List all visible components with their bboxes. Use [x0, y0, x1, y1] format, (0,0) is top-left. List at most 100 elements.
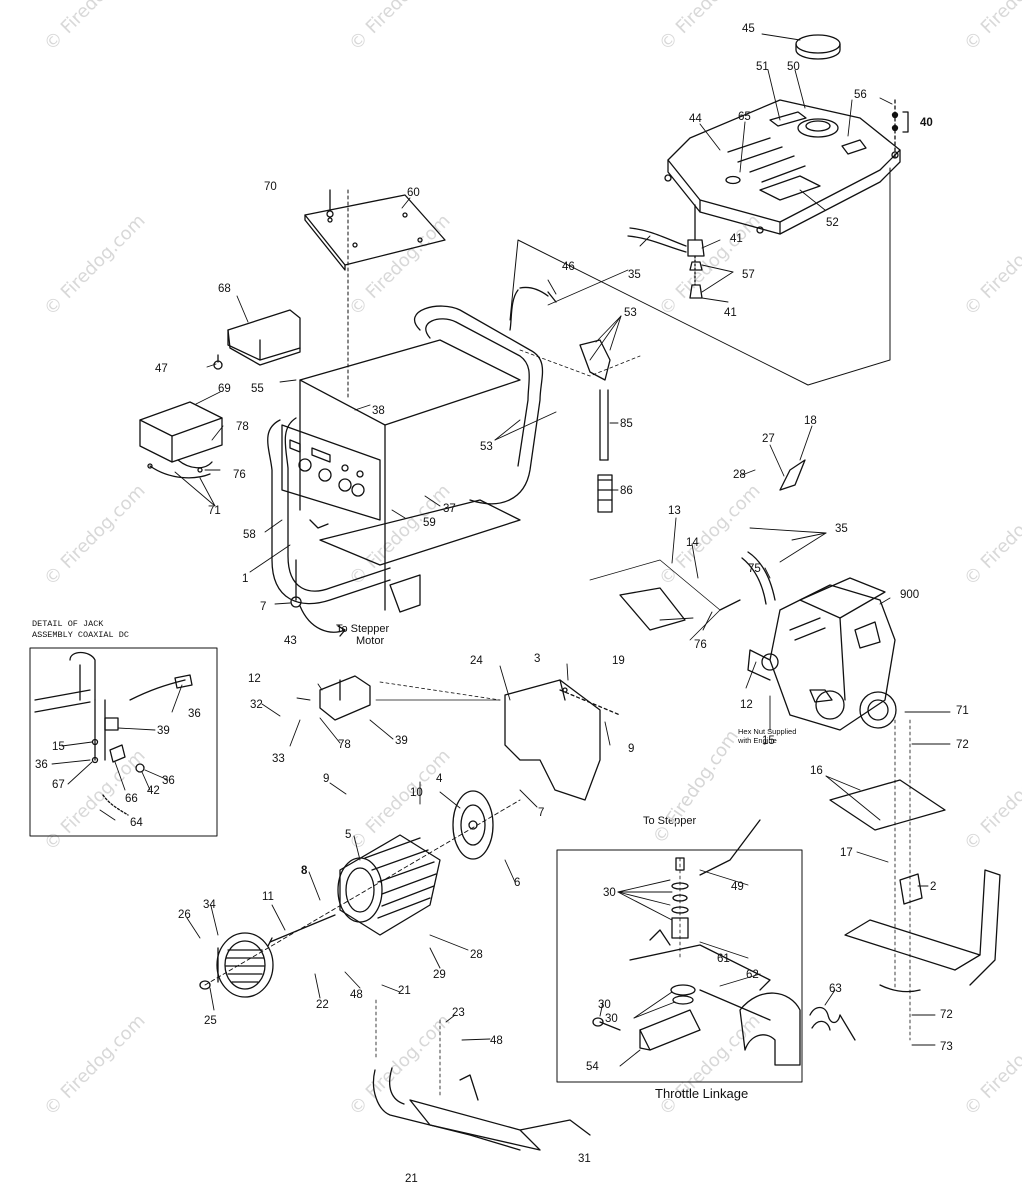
- callout-66: 66: [125, 793, 138, 805]
- callout-13: 13: [668, 505, 681, 517]
- callout-30-top: 30: [603, 887, 616, 899]
- callout-40: 40: [920, 117, 933, 129]
- callout-57: 57: [742, 269, 755, 281]
- callout-62: 62: [746, 969, 759, 981]
- callout-39-inset: 39: [157, 725, 170, 737]
- label-to-stepper-motor-line1: To Stepper: [336, 623, 390, 635]
- callout-65: 65: [738, 111, 751, 123]
- callout-73: 73: [940, 1041, 953, 1053]
- callout-71-left: 71: [208, 505, 221, 517]
- stator-assembly: [337, 834, 441, 936]
- callout-25: 25: [204, 1015, 217, 1027]
- end-bell: [452, 790, 494, 860]
- callout-17: 17: [840, 847, 853, 859]
- callout-2: 2: [930, 881, 936, 893]
- callout-10: 10: [410, 787, 423, 799]
- callout-23: 23: [452, 1007, 465, 1019]
- callout-50: 50: [787, 61, 800, 73]
- callout-49: 49: [731, 881, 744, 893]
- callout-53-upper: 53: [624, 307, 637, 319]
- callout-59: 59: [423, 517, 436, 529]
- detail-title-line1: DETAIL OF JACK: [32, 619, 104, 629]
- throttle-linkage-inset: [556, 819, 856, 1083]
- detail-inset: [29, 647, 218, 837]
- callout-61: 61: [717, 953, 730, 965]
- callout-6: 6: [514, 877, 520, 889]
- callout-26: 26: [178, 909, 191, 921]
- callout-34: 34: [203, 899, 216, 911]
- callout-58: 58: [243, 529, 256, 541]
- callout-71-right: 71: [956, 705, 969, 717]
- callout-35-right: 35: [835, 523, 848, 535]
- callout-12-right: 12: [740, 699, 753, 711]
- callout-15-right: 15: [762, 735, 775, 747]
- callout-33: 33: [272, 753, 285, 765]
- callout-46: 46: [562, 261, 575, 273]
- callout-31: 31: [578, 1153, 591, 1165]
- callout-56: 56: [854, 89, 867, 101]
- callout-35-upper: 35: [628, 269, 641, 281]
- callout-43: 43: [284, 635, 297, 647]
- callout-1: 1: [242, 573, 248, 585]
- callout-78-lower: 78: [338, 739, 351, 751]
- callout-86: 86: [620, 485, 633, 497]
- callout-67: 67: [52, 779, 65, 791]
- callout-14: 14: [686, 537, 699, 549]
- callout-37: 37: [443, 503, 456, 515]
- callout-9-right: 9: [628, 743, 634, 755]
- callout-21-bottom: 21: [405, 1173, 418, 1185]
- callout-numbers: 45 40 44 51 50 65 56 52 41 57 41 35 70 6…: [35, 23, 969, 1185]
- callout-3: 3: [534, 653, 540, 665]
- callout-9-left: 9: [323, 773, 329, 785]
- callout-11: 11: [262, 891, 274, 903]
- callout-55: 55: [251, 383, 264, 395]
- callout-72-upper: 72: [956, 739, 969, 751]
- engine: [747, 577, 897, 731]
- alternator-cover: [504, 679, 601, 801]
- callout-39-main: 39: [395, 735, 408, 747]
- callout-47: 47: [155, 363, 168, 375]
- bracket: [227, 309, 301, 366]
- callout-78-upper: 78: [236, 421, 249, 433]
- callout-51: 51: [756, 61, 769, 73]
- callout-36-c: 36: [162, 775, 175, 787]
- callout-44: 44: [689, 113, 702, 125]
- callout-41-upper: 41: [730, 233, 743, 245]
- rear-bearing-carrier: [216, 932, 274, 998]
- callout-12-left: 12: [248, 673, 261, 685]
- top-panel: [304, 194, 446, 271]
- callout-75: 75: [748, 563, 761, 575]
- callout-42: 42: [147, 785, 160, 797]
- frame: [267, 305, 544, 613]
- callout-53-lower: 53: [480, 441, 493, 453]
- callout-900: 900: [900, 589, 919, 601]
- callout-16: 16: [810, 765, 823, 777]
- callout-4: 4: [436, 773, 443, 785]
- callout-85: 85: [620, 418, 633, 430]
- label-hex-nut-line2: with Engine: [737, 736, 777, 745]
- callout-28-lower: 28: [470, 949, 483, 961]
- callout-29: 29: [433, 969, 446, 981]
- callout-22: 22: [316, 999, 329, 1011]
- callout-48-bottom: 48: [490, 1035, 503, 1047]
- callout-76-upper: 76: [233, 469, 246, 481]
- callout-8: 8: [301, 865, 308, 877]
- callout-36-a: 36: [188, 708, 201, 720]
- callout-68: 68: [218, 283, 231, 295]
- callout-30-left: 30: [598, 999, 611, 1011]
- callout-7-left: 7: [260, 601, 266, 613]
- detail-title-line2: ASSEMBLY COAXIAL DC: [32, 630, 129, 640]
- callout-15-left: 15: [52, 741, 65, 753]
- callout-52: 52: [826, 217, 839, 229]
- label-hex-nut-line1: Hex Nut Supplied: [738, 727, 796, 736]
- callout-21-main: 21: [398, 985, 411, 997]
- callout-30-mid: 30: [605, 1013, 618, 1025]
- fuel-tank: [664, 99, 901, 235]
- callout-54: 54: [586, 1061, 599, 1073]
- callout-45: 45: [742, 23, 755, 35]
- callout-60: 60: [407, 187, 420, 199]
- label-to-stepper-motor-line2: Motor: [356, 635, 384, 647]
- center-watermark: © Firedog.com: [649, 726, 743, 848]
